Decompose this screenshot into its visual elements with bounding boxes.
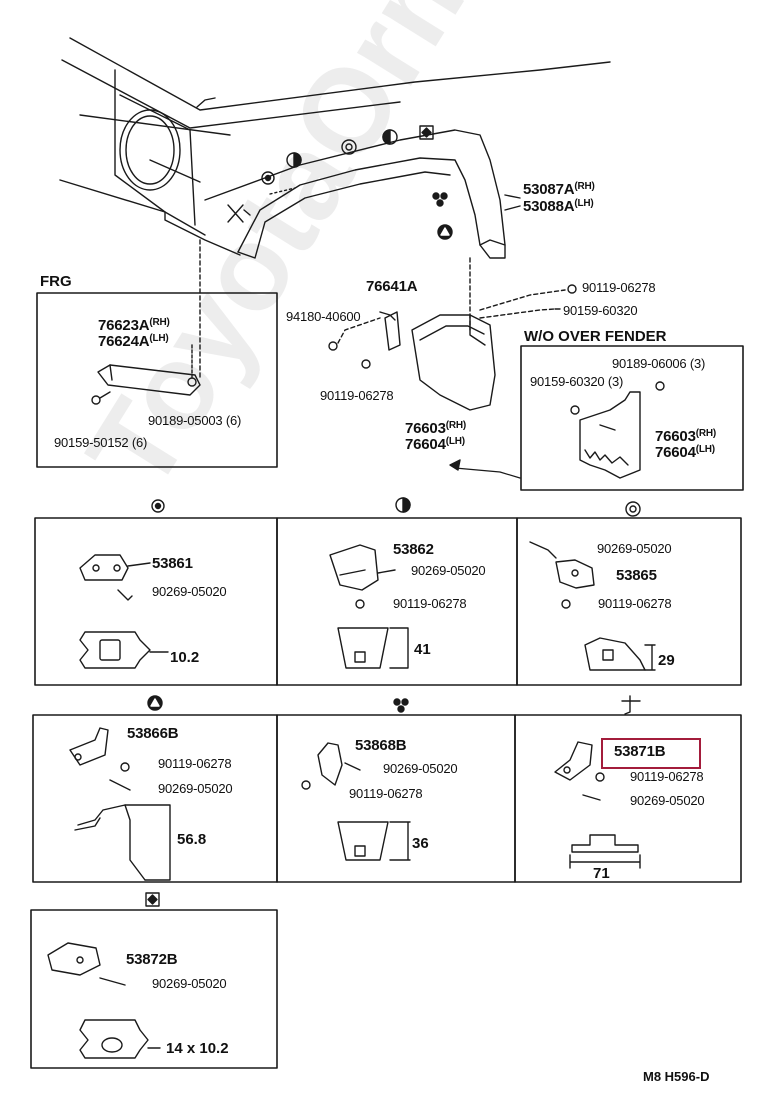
part-code: 76604 — [405, 436, 446, 453]
vehicle-body-drawing — [59, 37, 611, 256]
side-lh: (LH) — [695, 444, 715, 455]
dimension-29: 29 — [658, 652, 675, 669]
part-number-90119-06278-c6: 90119-06278 — [630, 769, 704, 784]
part-number-90269-05020-c1: 90269-05020 — [152, 584, 227, 599]
wo-over-fender-frame — [520, 345, 744, 491]
dimension-41: 41 — [414, 641, 431, 658]
detail-frames — [30, 517, 742, 1069]
dimension-10-2: 10.2 — [170, 649, 200, 666]
cell-53872b-drawing — [47, 942, 161, 1059]
part-number-90119-06278-c2: 90119-06278 — [393, 596, 467, 611]
frg-frame — [36, 292, 278, 468]
part-code: 76623A — [98, 317, 150, 334]
cell-53866b-drawing — [69, 727, 171, 881]
part-code: 53087A — [523, 181, 575, 198]
part-number-76641a: 76641A — [366, 278, 418, 295]
part-number-53866b: 53866B — [127, 725, 179, 742]
position-symbols-fender — [227, 125, 453, 240]
mud-flap-drawing — [328, 257, 577, 479]
part-number-90269-05020-c5: 90269-05020 — [383, 761, 458, 776]
part-code: 90189-05003 — [148, 413, 223, 428]
part-code: 76603 — [655, 428, 696, 445]
side-rh: (RH) — [149, 317, 170, 328]
part-number-76603-wo: 76603(RH) — [655, 428, 717, 445]
part-code: 53088A — [523, 198, 575, 215]
side-lh: (LH) — [149, 333, 169, 344]
part-code: 76604 — [655, 444, 696, 461]
quantity: (6) — [225, 413, 242, 428]
part-number-90159-60320-3: 90159-60320 (3) — [530, 374, 624, 389]
cell-53862-drawing — [329, 544, 409, 669]
cell-53868b-drawing — [301, 742, 411, 861]
mud-guard-drawing — [570, 381, 665, 479]
part-code: 76603 — [405, 420, 446, 437]
part-number-90269-05020-c2: 90269-05020 — [411, 563, 486, 578]
part-number-53087a: 53087A(RH) — [523, 181, 595, 198]
cell-53865-drawing — [529, 541, 656, 671]
part-number-53871b[interactable]: 53871B — [614, 743, 666, 760]
part-number-94180-40600: 94180-40600 — [286, 309, 361, 324]
side-rh: (RH) — [574, 181, 595, 192]
part-number-53861: 53861 — [152, 555, 193, 572]
side-lh: (LH) — [445, 436, 465, 447]
part-number-76623a: 76623A(RH) — [98, 317, 170, 334]
part-number-76604: 76604(LH) — [405, 436, 465, 453]
part-number-90189-05003: 90189-05003 (6) — [148, 414, 241, 427]
part-number-90269-05020-c6: 90269-05020 — [630, 793, 705, 808]
highlight-box-53871b — [601, 738, 701, 769]
frg-header: FRG — [40, 273, 72, 290]
cell-53871b-drawing — [554, 741, 641, 869]
side-rh: (RH) — [695, 428, 717, 439]
dimension-56-8: 56.8 — [177, 831, 207, 848]
part-number-90119-06278-c4: 90119-06278 — [158, 756, 232, 771]
part-code: 76624A — [98, 333, 150, 350]
part-number-90119-06278-c5: 90119-06278 — [349, 786, 423, 801]
part-number-90119-06278-top: 90119-06278 — [582, 280, 656, 295]
wo-over-fender-header: W/O OVER FENDER — [524, 328, 667, 345]
part-number-90119-06278-c3: 90119-06278 — [598, 596, 672, 611]
grid-header-symbols — [145, 497, 641, 907]
part-number-53868b: 53868B — [355, 737, 407, 754]
dimension-71: 71 — [593, 865, 610, 882]
part-number-90189-06006: 90189-06006 (3) — [612, 356, 706, 371]
side-lh: (LH) — [574, 198, 594, 209]
part-number-76603: 76603(RH) — [405, 420, 467, 437]
frg-bracket-drawing — [91, 239, 201, 405]
part-number-90269-05020-c4: 90269-05020 — [158, 781, 233, 796]
part-number-76604-wo: 76604(LH) — [655, 444, 715, 461]
diagram-code: M8 H596-D — [643, 1069, 710, 1084]
part-number-90159-60320: 90159-60320 — [563, 303, 638, 318]
dimension-36: 36 — [412, 835, 429, 852]
cell-53861-drawing — [79, 554, 169, 669]
part-number-53865: 53865 — [616, 567, 657, 584]
part-number-90159-50152: 90159-50152 (6) — [54, 435, 148, 450]
part-number-90119-06278-mudflap: 90119-06278 — [320, 388, 394, 403]
fender-flare-drawing — [204, 129, 506, 259]
dimension-14x10-2: 14 x 10.2 — [166, 1040, 229, 1057]
part-number-53862: 53862 — [393, 541, 434, 558]
part-number-90269-05020-c7: 90269-05020 — [152, 976, 227, 991]
part-number-53872b: 53872B — [126, 951, 178, 968]
part-number-90269-05020-c3: 90269-05020 — [597, 541, 672, 556]
part-number-53088a: 53088A(LH) — [523, 198, 594, 215]
part-number-76624a: 76624A(LH) — [98, 333, 169, 350]
side-rh: (RH) — [445, 420, 467, 431]
